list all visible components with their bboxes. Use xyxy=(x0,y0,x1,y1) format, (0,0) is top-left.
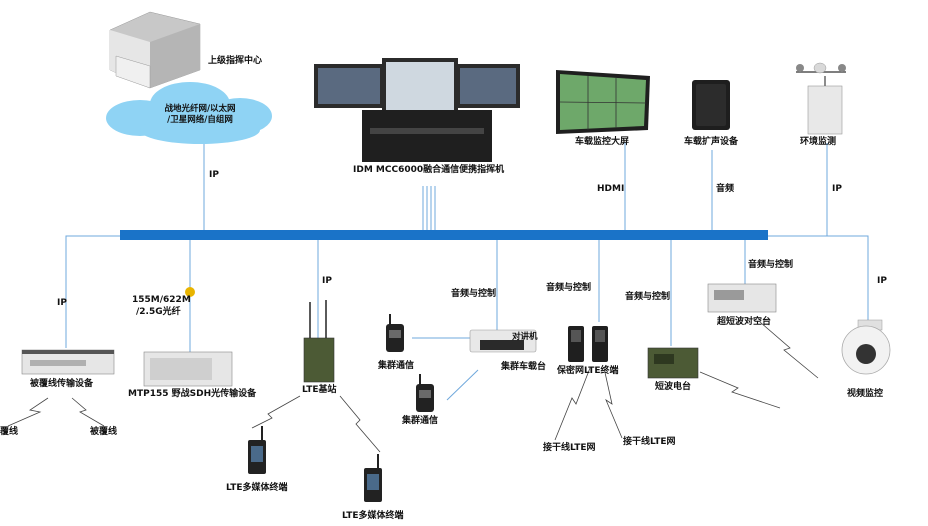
av-secure-label: 音频与控制 xyxy=(546,283,592,293)
ip-lte-label: IP xyxy=(322,276,332,286)
trunk-2-label: 集群通信 xyxy=(402,416,439,426)
vehicle-radio-icon xyxy=(469,329,537,353)
trunk-vehicle-label: 集群车载台 xyxy=(501,362,547,372)
video-label: 视频监控 xyxy=(847,389,884,399)
ip-covered-label: IP xyxy=(57,298,67,308)
covered-line-left-label: 覆线 xyxy=(0,427,19,437)
lte-net-1-label: 接干线LTE网 xyxy=(543,443,596,453)
lte-net-2-label: 接干线LTE网 xyxy=(623,437,676,447)
network-cloud-label: 战地光纤网/以太网 /卫星网络/自组网 xyxy=(140,104,260,125)
monitor-screen-label: 车载监控大屏 xyxy=(575,137,630,147)
secure-lte-terminal-icon xyxy=(568,326,608,362)
idm-device-icon xyxy=(314,58,520,162)
speaker-icon xyxy=(692,80,730,130)
speaker-label: 车载扩声设备 xyxy=(684,137,739,147)
ip-env-label: IP xyxy=(832,184,842,194)
hdmi-label: HDMI xyxy=(597,184,625,194)
covered-line-device-icon xyxy=(21,349,115,375)
monitor-wall-icon xyxy=(556,70,650,134)
audio-label: 音频 xyxy=(716,184,735,194)
lte-base-station-icon xyxy=(303,300,335,383)
env-monitor-label: 环境监测 xyxy=(800,137,837,147)
wireless-links xyxy=(7,321,819,453)
av-ultra-label: 音频与控制 xyxy=(748,260,794,270)
av-shortwave-label: 音频与控制 xyxy=(625,292,671,302)
idm-label: IDM MCC6000融合通信便携指挥机 xyxy=(353,165,505,175)
sdh-speed-1-label: 155M/622M xyxy=(132,295,191,305)
sdh-device-label: MTP155 野战SDH光传输设备 xyxy=(128,389,257,399)
secure-lte-label: 保密网LTE终端 xyxy=(557,366,619,376)
ip-cloud-label: IP xyxy=(209,170,219,180)
network-cloud xyxy=(106,82,272,144)
ip-video-label: IP xyxy=(877,276,887,286)
av-trunk-label: 音频与控制 xyxy=(451,289,497,299)
shortwave-label: 短波电台 xyxy=(655,382,692,392)
lte-base-label: LTE基站 xyxy=(302,385,337,395)
sdh-device-icon xyxy=(143,287,233,387)
link-lines xyxy=(65,138,869,401)
sdh-speed-2-label: /2.5G光纤 xyxy=(136,307,181,317)
dome-camera-icon xyxy=(841,319,891,375)
lte-terminal-1-label: LTE多媒体终端 xyxy=(226,483,288,493)
building-icon xyxy=(109,11,201,89)
command-center-label: 上级指挥中心 xyxy=(208,56,263,66)
trunk-radio-icon xyxy=(386,314,404,352)
network-cloud-line-1: 战地光纤网/以太网 xyxy=(164,104,236,114)
covered-line-device-label: 被覆线传输设备 xyxy=(30,379,94,389)
covered-line-right-label: 被覆线 xyxy=(90,427,118,437)
lte-terminal-icon xyxy=(248,426,266,474)
trunk-1-label: 集群通信 xyxy=(378,361,415,371)
ultra-shortwave-label: 超短波对空台 xyxy=(717,317,772,327)
lte-terminal-icon xyxy=(364,454,382,502)
main-bus xyxy=(120,230,768,240)
interphone-label: 对讲机 xyxy=(512,332,538,342)
lte-terminal-2-label: LTE多媒体终端 xyxy=(342,511,404,521)
shortwave-radio-icon xyxy=(647,347,699,379)
ultra-shortwave-icon xyxy=(707,283,777,313)
trunk-radio-icon xyxy=(416,374,434,412)
network-cloud-line-2: /卫星网络/自组网 xyxy=(167,114,233,125)
weather-station-icon xyxy=(796,62,846,135)
